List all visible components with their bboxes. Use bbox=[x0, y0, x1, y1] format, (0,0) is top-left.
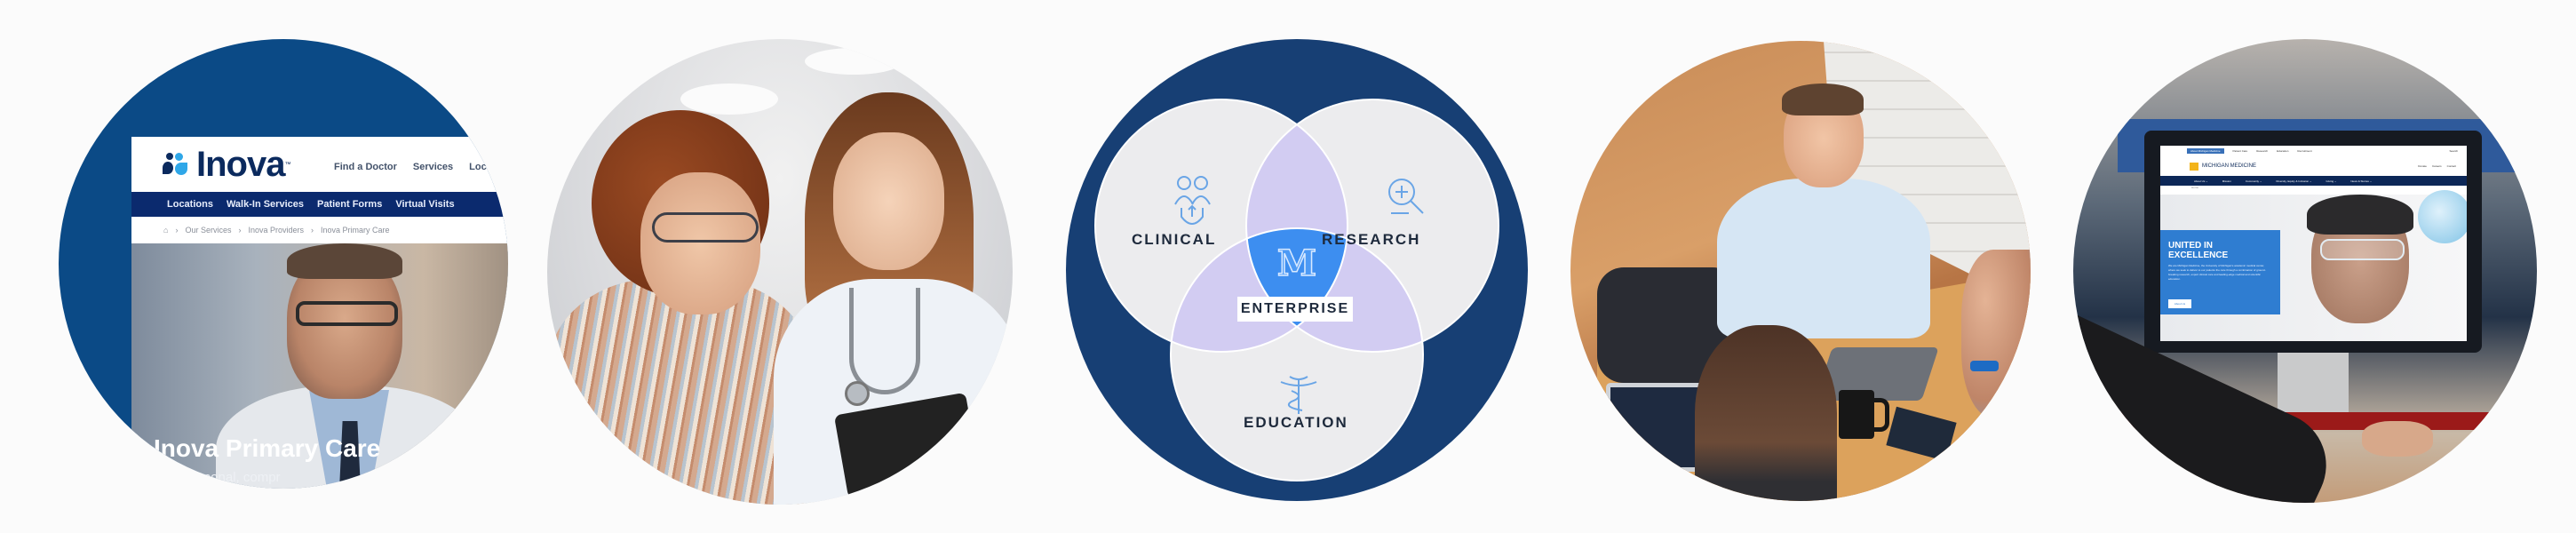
breadcrumb[interactable]: Home bbox=[2191, 186, 2199, 189]
breadcrumb-our-services[interactable]: Our Services bbox=[185, 226, 232, 235]
nav-giving[interactable]: Giving ⌄ bbox=[2326, 179, 2337, 183]
monitor-website-circle: About Michigan Medicine Patient Care Res… bbox=[2073, 39, 2537, 503]
stethoscope-chestpiece bbox=[845, 381, 870, 406]
coffee-mug-icon bbox=[1839, 390, 1874, 439]
nav-dei[interactable]: Diversity, Equity & Inclusion ⌄ bbox=[2276, 179, 2312, 183]
nav-services[interactable]: Services bbox=[412, 162, 454, 172]
utility-nav: About Michigan Medicine Patient Care Res… bbox=[2160, 146, 2467, 156]
wristwatch bbox=[1970, 361, 1999, 371]
hero-subtitle: personal, compr bbox=[185, 470, 281, 485]
mug-handle bbox=[1872, 398, 1889, 432]
search-input[interactable]: Search bbox=[2449, 149, 2458, 153]
woman-from-behind bbox=[1695, 325, 1837, 501]
doctor-glasses bbox=[296, 301, 398, 326]
magnifier-plus-icon bbox=[1388, 179, 1424, 214]
subnav-patient-forms[interactable]: Patient Forms bbox=[316, 199, 383, 210]
venn-diagram-circle: CLINICAL RESEARCH EDUCATION M ENTERPRISE bbox=[1066, 39, 1528, 501]
venn-label-enterprise: ENTERPRISE bbox=[1237, 297, 1353, 322]
doctor-patient-photo-circle bbox=[547, 39, 1013, 505]
venn-label-education: EDUCATION bbox=[1244, 414, 1348, 431]
hero-title: Inova Primary Care bbox=[154, 434, 381, 462]
breadcrumb-separator: › bbox=[175, 226, 179, 235]
subnav-virtual-visits[interactable]: Virtual Visits bbox=[395, 199, 455, 210]
venn-label-clinical: CLINICAL bbox=[1132, 231, 1217, 248]
link-careers[interactable]: Careers bbox=[2431, 164, 2442, 168]
scientist-hair bbox=[2307, 195, 2413, 235]
office-meeting-photo-circle bbox=[1570, 41, 2031, 501]
utility-links: Donate Careers Contact bbox=[2418, 164, 2456, 168]
patient-glasses bbox=[652, 212, 759, 243]
inova-logo-icon bbox=[163, 153, 189, 176]
stethoscope-icon bbox=[849, 288, 920, 394]
brand-bar: MICHIGAN MEDICINE Donate Careers Contact bbox=[2160, 156, 2467, 176]
doctor-hair bbox=[287, 243, 402, 279]
nav-about-us[interactable]: About Us ⌄ bbox=[2194, 179, 2208, 183]
util-recruitment[interactable]: Recruitment bbox=[2297, 149, 2312, 153]
about-us-button[interactable]: About Us bbox=[2168, 299, 2191, 308]
nav-mission[interactable]: Mission bbox=[2222, 179, 2231, 183]
nav-find-a-doctor[interactable]: Find a Doctor bbox=[334, 162, 397, 172]
second-man bbox=[1961, 250, 2031, 418]
caduceus-icon bbox=[1280, 376, 1317, 414]
inova-header: Inova ™ Find a Doctor Services Loc bbox=[131, 137, 508, 192]
hero-title: UNITED IN EXCELLENCE bbox=[2168, 241, 2229, 260]
monitor-screen: About Michigan Medicine Patient Care Res… bbox=[2160, 146, 2467, 341]
link-contact[interactable]: Contact bbox=[2446, 164, 2456, 168]
safety-glasses bbox=[2320, 239, 2405, 260]
patient-face bbox=[640, 172, 760, 314]
ceiling-light bbox=[680, 84, 778, 115]
trademark: ™ bbox=[284, 161, 291, 168]
venn-diagram bbox=[1094, 99, 1499, 481]
person-hand bbox=[2362, 421, 2433, 457]
patient-striped-shirt bbox=[547, 279, 814, 505]
man-light-blue-shirt bbox=[1717, 179, 1930, 338]
breadcrumb-separator: › bbox=[310, 226, 314, 235]
subnav-locations[interactable]: Locations bbox=[167, 199, 213, 210]
main-nav: About Us ⌄ Mission Community ⌄ Diversity… bbox=[2160, 176, 2467, 186]
breadcrumb-inova-providers[interactable]: Inova Providers bbox=[248, 226, 304, 235]
top-nav: Find a Doctor Services Loc bbox=[334, 162, 487, 172]
decorative-bubble bbox=[2418, 190, 2467, 243]
util-about[interactable]: About Michigan Medicine bbox=[2187, 148, 2224, 154]
people-support-icon bbox=[1174, 176, 1211, 225]
michigan-m-logo bbox=[2190, 162, 2198, 171]
inova-website-circle: Inova ™ Find a Doctor Services Loc Locat… bbox=[59, 39, 508, 489]
nav-locations-truncated[interactable]: Loc bbox=[469, 162, 487, 172]
brand-name[interactable]: MICHIGAN MEDICINE bbox=[2202, 163, 2257, 169]
hero-image-doctor: Inova Primary Care personal, compr bbox=[131, 243, 508, 489]
subnav-walk-in-services[interactable]: Walk-In Services bbox=[226, 199, 304, 210]
physician-face bbox=[833, 132, 944, 270]
michigan-m-logo: M bbox=[1276, 243, 1317, 284]
breadcrumb-separator: › bbox=[238, 226, 242, 235]
link-donate[interactable]: Donate bbox=[2418, 164, 2427, 168]
util-research[interactable]: Research bbox=[2256, 149, 2269, 153]
inova-website-preview: Inova ™ Find a Doctor Services Loc Locat… bbox=[131, 137, 508, 489]
inova-logo-text[interactable]: Inova bbox=[196, 144, 285, 184]
breadcrumb-inova-primary-care: Inova Primary Care bbox=[320, 226, 390, 235]
venn-label-research: RESEARCH bbox=[1322, 231, 1421, 248]
sub-nav: Locations Walk-In Services Patient Forms… bbox=[131, 192, 508, 217]
nav-community[interactable]: Community ⌄ bbox=[2245, 179, 2262, 183]
util-education[interactable]: Education bbox=[2277, 149, 2289, 153]
man-hair bbox=[1782, 84, 1864, 115]
util-patient-care[interactable]: Patient Care bbox=[2232, 149, 2248, 153]
hero-body: We are Michigan Medicine, the University… bbox=[2168, 264, 2266, 281]
ceiling-light bbox=[805, 48, 902, 75]
hero-section: UNITED IN EXCELLENCE We are Michigan Med… bbox=[2160, 190, 2467, 341]
breadcrumb: ⌂ › Our Services › Inova Providers › Ino… bbox=[131, 217, 508, 243]
home-icon[interactable]: ⌂ bbox=[163, 226, 169, 235]
nav-news[interactable]: News & Stories ⌄ bbox=[2350, 179, 2373, 183]
